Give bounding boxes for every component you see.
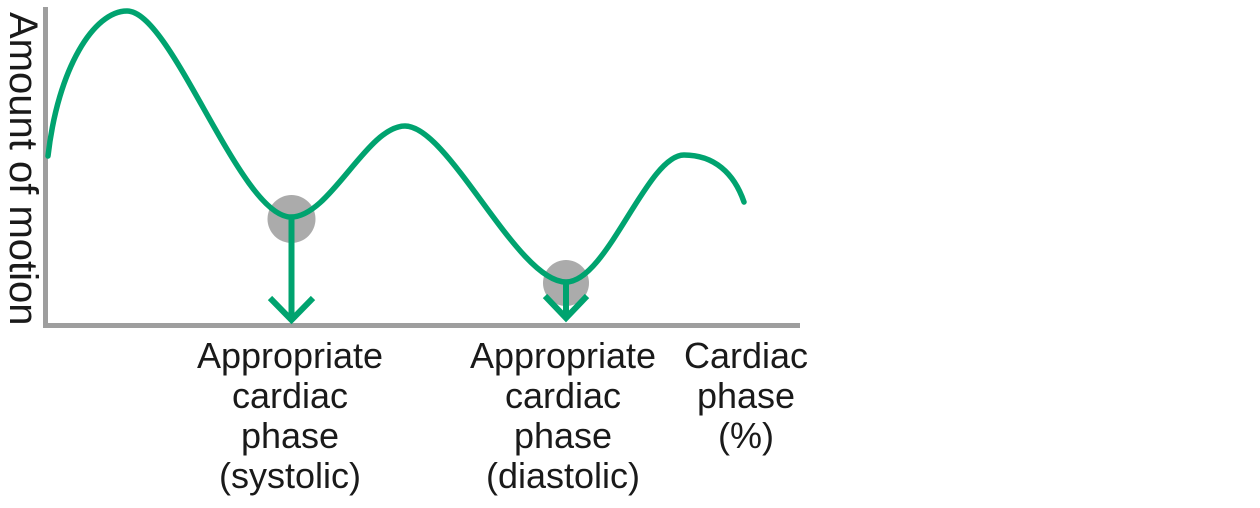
diastolic-label-line: phase [513, 415, 613, 456]
x-axis-title: Cardiac phase (%) [616, 336, 876, 456]
x-axis-title-line: Cardiac [683, 335, 809, 376]
systolic-label-line: phase [240, 415, 340, 456]
systolic-label-line: (systolic) [219, 455, 361, 496]
diastolic-label-line: cardiac [504, 375, 622, 416]
diastolic-label-line: Appropriate [469, 335, 657, 376]
systolic-annotation-label: Appropriate cardiac phase (systolic) [140, 336, 440, 496]
diastolic-arrowhead-icon [542, 293, 590, 323]
diastolic-label-line: (diastolic) [485, 455, 641, 496]
systolic-label-line: cardiac [231, 375, 349, 416]
y-axis-title: Amount of motion [1, 12, 45, 326]
systolic-label-line: Appropriate [196, 335, 384, 376]
x-axis-title-line: (%) [718, 415, 774, 456]
systolic-arrowhead-icon [267, 295, 316, 325]
x-axis-title-line: phase [696, 375, 796, 416]
motion-curve [45, 8, 747, 285]
diastolic-annotation-label: Appropriate cardiac phase (diastolic) [413, 336, 713, 496]
